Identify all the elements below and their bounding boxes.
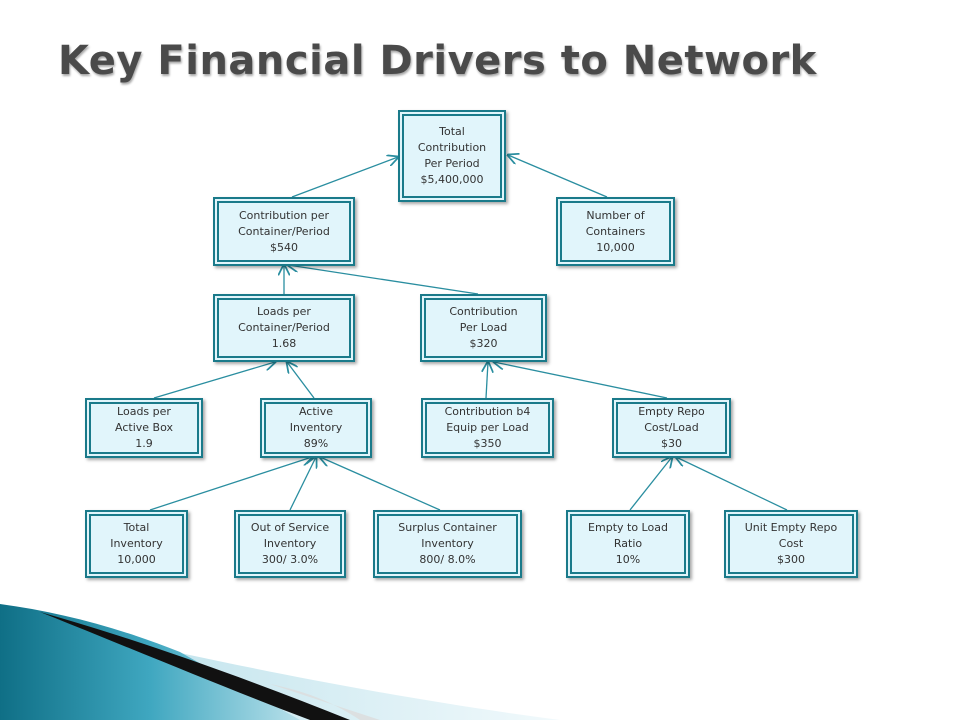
- connector-number-of-containers-to-total: [508, 155, 608, 198]
- node-empty-to-load-ratio-label: Empty to Load Ratio 10%: [588, 521, 668, 566]
- node-number-of-containers: Number of Containers 10,000: [556, 197, 675, 266]
- connector-contribution-b4-to-contribution-per-load: [486, 362, 488, 399]
- node-contribution-b4-equip: Contribution b4 Equip per Load $350: [421, 398, 554, 458]
- node-contribution-per-load: Contribution Per Load $320: [420, 294, 547, 362]
- node-loads-per-active-box-label: Loads per Active Box 1.9: [115, 405, 173, 450]
- node-total-contribution: Total Contribution Per Period $5,400,000: [398, 110, 506, 202]
- connector-total-inventory-to-active-inventory: [149, 457, 312, 511]
- connector-unit-empty-repo-to-empty-repo: [676, 457, 788, 511]
- connector-empty-to-load-to-empty-repo: [629, 457, 672, 511]
- node-loads-per-container: Loads per Container/Period 1.68: [213, 294, 355, 362]
- connector-loads-per-active-box-to-loads-per-container: [153, 362, 275, 399]
- node-out-of-service: Out of Service Inventory 300/ 3.0%: [234, 510, 346, 578]
- page-title: Key Financial Drivers to Network: [58, 38, 817, 84]
- connector-contribution-per-load-to-contribution-per-container: [288, 265, 479, 295]
- node-empty-repo-cost-load: Empty Repo Cost/Load $30: [612, 398, 731, 458]
- node-surplus-container-label: Surplus Container Inventory 800/ 8.0%: [398, 521, 497, 566]
- node-contribution-b4-equip-label: Contribution b4 Equip per Load $350: [444, 405, 531, 450]
- node-total-contribution-label: Total Contribution Per Period $5,400,000: [417, 125, 487, 186]
- node-unit-empty-repo-cost: Unit Empty Repo Cost $300: [724, 510, 858, 578]
- node-loads-per-active-box: Loads per Active Box 1.9: [85, 398, 203, 458]
- node-total-inventory: Total Inventory 10,000: [85, 510, 188, 578]
- node-empty-to-load-ratio: Empty to Load Ratio 10%: [566, 510, 690, 578]
- connector-active-inventory-to-loads-per-container: [287, 362, 315, 399]
- node-contribution-per-load-label: Contribution Per Load $320: [449, 305, 518, 350]
- node-unit-empty-repo-cost-label: Unit Empty Repo Cost $300: [744, 521, 838, 566]
- connector-out-of-service-to-active-inventory: [289, 457, 316, 511]
- node-out-of-service-label: Out of Service Inventory 300/ 3.0%: [250, 521, 330, 566]
- node-empty-repo-cost-load-label: Empty Repo Cost/Load $30: [638, 405, 705, 450]
- node-loads-per-container-label: Loads per Container/Period 1.68: [238, 305, 330, 350]
- node-surplus-container: Surplus Container Inventory 800/ 8.0%: [373, 510, 522, 578]
- node-number-of-containers-label: Number of Containers 10,000: [585, 208, 646, 254]
- connector-empty-repo-to-contribution-per-load: [494, 362, 668, 399]
- node-total-inventory-label: Total Inventory 10,000: [110, 521, 163, 566]
- node-contribution-per-container: Contribution per Container/Period $540: [213, 197, 355, 266]
- connector-surplus-to-active-inventory: [320, 457, 441, 511]
- connector-contribution-per-container-to-total: [291, 157, 398, 198]
- node-contribution-per-container-label: Contribution per Container/Period $540: [238, 208, 330, 254]
- node-active-inventory: Active Inventory 89%: [260, 398, 372, 458]
- node-active-inventory-label: Active Inventory 89%: [289, 405, 343, 450]
